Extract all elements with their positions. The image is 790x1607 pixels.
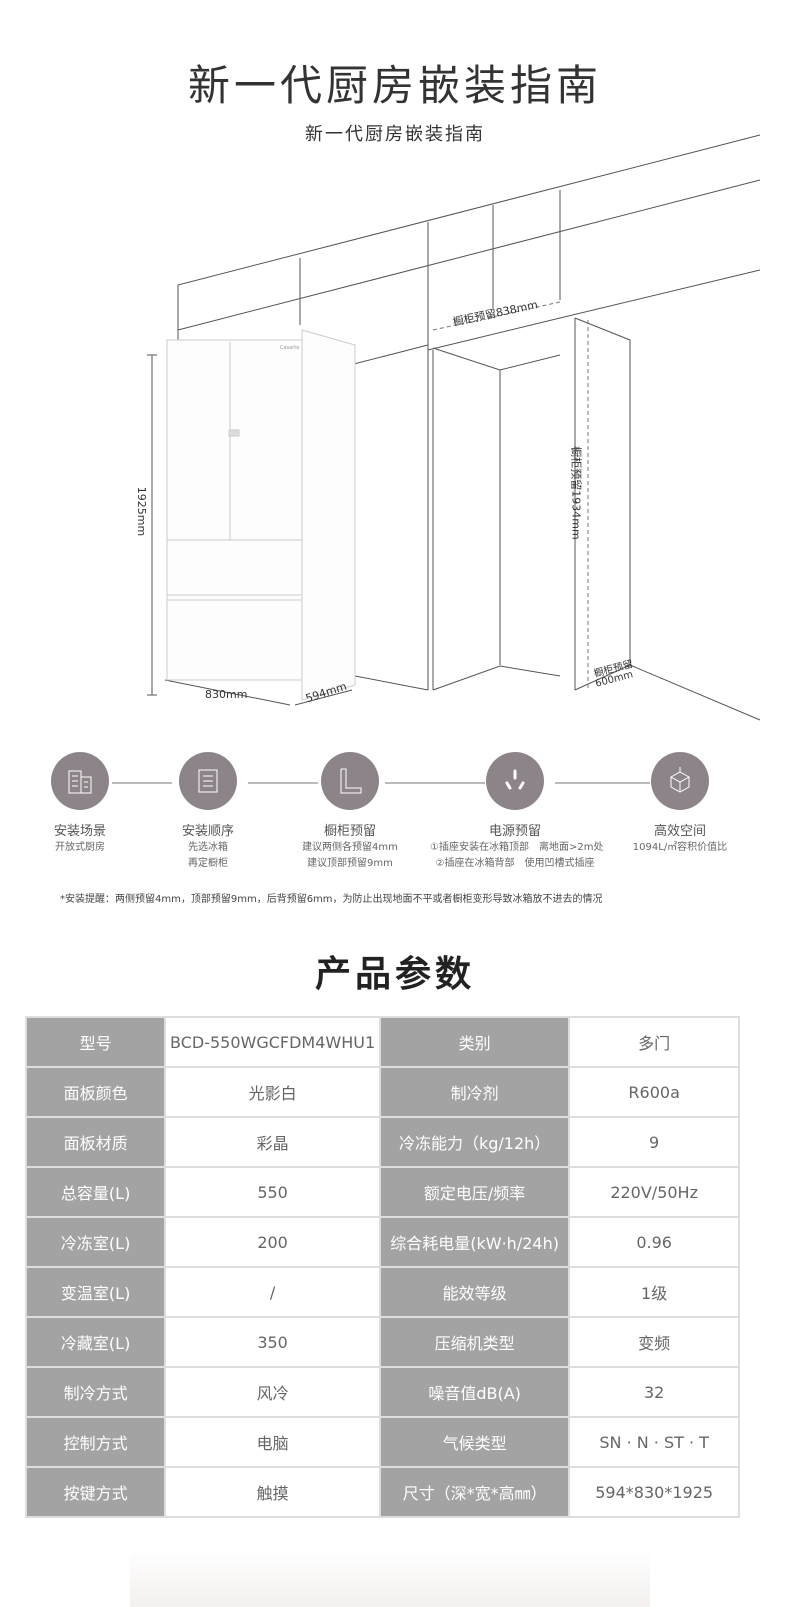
step-desc: 再定橱柜 xyxy=(188,858,228,869)
param-value: 220V/50Hz xyxy=(568,1166,740,1218)
param-label: 控制方式 xyxy=(24,1416,167,1468)
step-desc: ①插座安装在冰箱顶部 离地面>2m处 xyxy=(430,842,604,853)
connector xyxy=(248,782,318,784)
footer-image xyxy=(130,1550,650,1607)
param-label: 能效等级 xyxy=(378,1266,571,1318)
param-label: 制冷剂 xyxy=(378,1066,571,1118)
param-value: 32 xyxy=(568,1366,740,1418)
param-label: 冷冻室(L) xyxy=(24,1216,167,1268)
param-label: 冷藏室(L) xyxy=(24,1316,167,1368)
param-value: 多门 xyxy=(568,1016,740,1068)
param-label: 综合耗电量(kW·h/24h) xyxy=(378,1216,571,1268)
param-value: SN · N · ST · T xyxy=(568,1416,740,1468)
page-subtitle: 新一代厨房嵌装指南 xyxy=(305,124,485,145)
ruler-icon xyxy=(321,752,379,810)
connector xyxy=(385,782,485,784)
list-icon xyxy=(179,752,237,810)
width-dimension: 830mm xyxy=(205,688,248,701)
param-value: 594*830*1925 xyxy=(568,1466,740,1518)
step-install-scene: 安装场景 开放式厨房 xyxy=(10,752,150,855)
param-value: 光影白 xyxy=(164,1066,381,1118)
step-install-order: 安装顺序 先选冰箱 再定橱柜 xyxy=(138,752,278,871)
param-value: 1级 xyxy=(568,1266,740,1318)
param-value: 9 xyxy=(568,1116,740,1168)
param-value: 触摸 xyxy=(164,1466,381,1518)
param-label: 变温室(L) xyxy=(24,1266,167,1318)
param-label: 额定电压/频率 xyxy=(378,1166,571,1218)
param-value: R600a xyxy=(568,1066,740,1118)
step-desc: ②插座在冰箱背部 使用凹槽式插座 xyxy=(435,858,595,869)
table-row: 面板材质彩晶冷冻能力（kg/12h）9 xyxy=(24,1116,740,1168)
param-value: 变频 xyxy=(568,1316,740,1368)
param-value: BCD-550WGCFDM4WHU1 xyxy=(164,1016,381,1068)
param-label: 面板颜色 xyxy=(24,1066,167,1118)
step-title: 安装场景 xyxy=(53,824,106,839)
refrigerator xyxy=(166,329,356,701)
param-value: 200 xyxy=(164,1216,381,1268)
step-desc: 建议顶部预留9mm xyxy=(307,858,393,869)
height-dimension: 1925mm xyxy=(135,486,149,537)
param-value: 彩晶 xyxy=(164,1116,381,1168)
connector xyxy=(112,782,172,784)
table-row: 制冷方式风冷噪音值dB(A)32 xyxy=(24,1366,740,1418)
install-tip: *安装提醒：两侧预留4mm，顶部预留9mm，后背预留6mm，为防止出现地面不平或… xyxy=(60,894,603,905)
installation-diagram xyxy=(147,134,761,721)
step-cabinet-reserve: 橱柜预留 建议两侧各预留4mm 建议顶部预留9mm xyxy=(280,752,420,871)
connector xyxy=(555,782,650,784)
param-label: 冷冻能力（kg/12h） xyxy=(378,1116,571,1168)
socket-icon xyxy=(486,752,544,810)
param-label: 总容量(L) xyxy=(24,1166,167,1218)
param-label: 气候类型 xyxy=(378,1416,571,1468)
param-label: 按键方式 xyxy=(24,1466,167,1518)
param-value: 风冷 xyxy=(164,1366,381,1418)
step-desc: 1094L/㎡容积价值比 xyxy=(632,842,728,853)
building-icon xyxy=(51,752,109,810)
step-efficient-space: 高效空间 1094L/㎡容积价值比 xyxy=(610,752,750,855)
table-row: 按键方式触摸尺寸（深*宽*高㎜）594*830*1925 xyxy=(24,1466,740,1518)
cabinet-height: 橱柜预留1934mm xyxy=(569,446,583,540)
param-label: 噪音值dB(A) xyxy=(378,1366,571,1418)
step-desc: 开放式厨房 xyxy=(55,842,105,853)
param-label: 类别 xyxy=(378,1016,571,1068)
step-power-reserve: 电源预留 ①插座安装在冰箱顶部 离地面>2m处 ②插座在冰箱背部 使用凹槽式插座 xyxy=(430,752,604,871)
brand-logo: Casarte xyxy=(280,345,300,351)
page-title: 新一代厨房嵌装指南 xyxy=(187,61,602,110)
step-desc: 先选冰箱 xyxy=(188,842,228,853)
param-value: 0.96 xyxy=(568,1216,740,1268)
params-title: 产品参数 xyxy=(314,954,475,995)
param-label: 型号 xyxy=(24,1016,167,1068)
step-title: 电源预留 xyxy=(488,824,541,839)
param-value: 550 xyxy=(164,1166,381,1218)
param-value: 350 xyxy=(164,1316,381,1368)
step-title: 高效空间 xyxy=(653,824,706,839)
param-label: 面板材质 xyxy=(24,1116,167,1168)
step-desc: 建议两侧各预留4mm xyxy=(302,842,398,853)
param-value: / xyxy=(164,1266,381,1318)
step-title: 安装顺序 xyxy=(181,824,234,839)
param-label: 制冷方式 xyxy=(24,1366,167,1418)
param-label: 压缩机类型 xyxy=(378,1316,571,1368)
param-label: 尺寸（深*宽*高㎜） xyxy=(378,1466,571,1518)
step-title: 橱柜预留 xyxy=(323,824,376,839)
param-value: 电脑 xyxy=(164,1416,381,1468)
cube-icon xyxy=(651,752,709,810)
